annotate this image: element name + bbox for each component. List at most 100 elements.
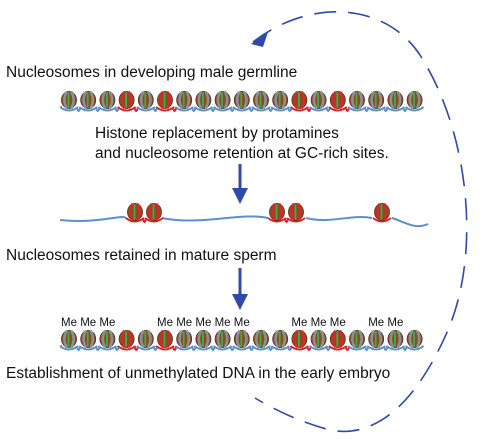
- dna-linker: [114, 107, 120, 112]
- nucleosome: [99, 91, 116, 109]
- methyl-mark: Me: [61, 317, 77, 329]
- nucleosome: [80, 91, 97, 109]
- methyl-mark: Me: [387, 317, 403, 329]
- nucleosome: [80, 330, 97, 348]
- nucleosome: [368, 330, 385, 348]
- dna-strand: [161, 215, 269, 222]
- nucleosome: [374, 203, 390, 221]
- nucleosome: [176, 91, 193, 109]
- nucleosome: [349, 330, 365, 348]
- dna-wrap: [328, 345, 348, 351]
- dna-wrap: [267, 217, 287, 223]
- nucleosome: [272, 91, 289, 109]
- dna-wrap: [404, 106, 425, 112]
- dna-strand: [305, 216, 373, 221]
- dna-wrap: [155, 345, 175, 351]
- dna-wrap: [289, 345, 310, 351]
- dna-linker: [95, 107, 101, 112]
- dna-strand: [59, 216, 127, 222]
- nucleosome: [329, 330, 346, 348]
- dna-wrap: [174, 106, 194, 112]
- dna-linker: [114, 346, 120, 351]
- nucleosome: [406, 330, 423, 348]
- nucleosome: [387, 91, 404, 109]
- dna-linker: [142, 218, 147, 223]
- nucleosome: [137, 91, 154, 109]
- dna-linker: [172, 346, 178, 351]
- nucleosome: [137, 330, 154, 348]
- methyl-mark: Me: [99, 317, 115, 329]
- dna-linker: [325, 346, 331, 351]
- nucleosome: [253, 91, 269, 109]
- dna-wrap: [59, 345, 79, 351]
- dna-linker: [210, 346, 216, 351]
- dna-wrap: [308, 106, 329, 112]
- dna-wrap: [232, 345, 252, 351]
- dna-wrap: [136, 106, 156, 112]
- dna-linker: [287, 107, 293, 112]
- dna-linker: [133, 346, 139, 351]
- dna-wrap: [286, 217, 306, 223]
- dna-linker: [306, 107, 312, 112]
- nucleosome: [176, 330, 193, 348]
- down-arrow-1: [232, 164, 248, 204]
- nucleosome: [118, 330, 135, 348]
- dna-linker: [364, 346, 370, 351]
- dna-linker: [344, 107, 350, 112]
- nucleosome: [214, 91, 231, 109]
- dna-linker: [383, 346, 389, 351]
- dna-linker: [152, 346, 158, 351]
- dna-linker: [284, 218, 289, 223]
- dna-wrap: [289, 106, 310, 112]
- dna-wrap: [366, 345, 386, 351]
- dna-wrap: [366, 106, 386, 112]
- dna-wrap: [116, 345, 137, 351]
- dna-linker: [268, 107, 274, 112]
- dna-wrap: [78, 106, 98, 112]
- methyl-mark: Me: [330, 317, 346, 329]
- dna-wrap: [212, 345, 233, 351]
- dna-wrap: [347, 345, 367, 351]
- nucleosome: [288, 203, 304, 221]
- dna-wrap: [347, 106, 367, 112]
- label-unmethylated-embryo: Establishment of unmethylated DNA in the…: [6, 365, 390, 382]
- methyl-mark: Me: [234, 317, 250, 329]
- nucleosome: [195, 330, 212, 348]
- nucleosome: [291, 330, 308, 348]
- dna-linker: [402, 346, 408, 351]
- nucleosome: [269, 203, 285, 221]
- nucleosome: [272, 330, 289, 348]
- dna-wrap: [404, 345, 425, 351]
- dna-linker: [172, 107, 178, 112]
- methyl-mark: Me: [368, 317, 384, 329]
- nucleosome: [61, 330, 77, 348]
- nucleosome: [291, 91, 308, 109]
- dna-wrap: [308, 345, 329, 351]
- dna-wrap: [270, 345, 290, 351]
- dna-wrap: [328, 106, 348, 112]
- nucleosome: [127, 203, 143, 221]
- dna-linker: [152, 107, 158, 112]
- nucleosome: [233, 91, 250, 109]
- nucleosome: [310, 91, 327, 109]
- dna-wrap: [212, 106, 233, 112]
- dna-wrap: [97, 345, 118, 351]
- germline-nucleosome-row: [59, 91, 425, 112]
- dna-wrap: [193, 345, 214, 351]
- nucleosome: [99, 330, 116, 348]
- methyl-mark: Me: [311, 317, 327, 329]
- nucleosome: [406, 91, 423, 109]
- dna-linker: [248, 346, 254, 351]
- dna-linker: [191, 107, 197, 112]
- methyl-mark: Me: [215, 317, 231, 329]
- dna-linker: [76, 346, 82, 351]
- label-replacement-line1: Histone replacement by protamines: [95, 125, 339, 142]
- dna-linker: [248, 107, 254, 112]
- nucleosome: [349, 91, 365, 109]
- methyl-mark: Me: [176, 317, 192, 329]
- down-arrow-2: [232, 268, 248, 310]
- nucleosome: [368, 91, 385, 109]
- dna-linker: [402, 107, 408, 112]
